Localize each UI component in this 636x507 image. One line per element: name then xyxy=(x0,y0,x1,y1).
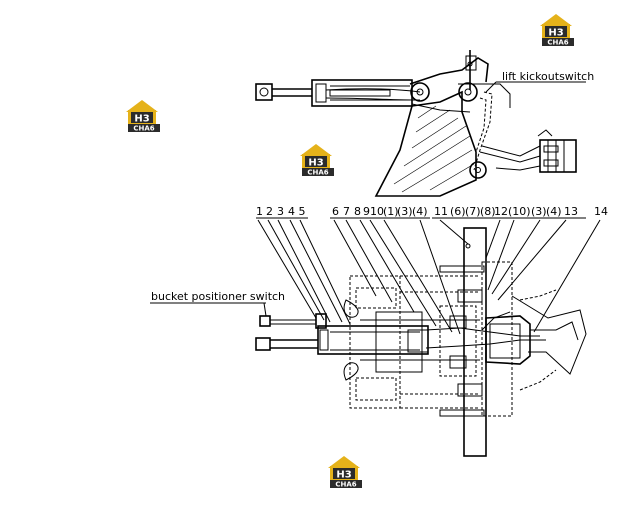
callout-3-paren: (3) xyxy=(397,205,413,218)
callout-3: 3 xyxy=(277,205,284,218)
bottom-assembly-drawing xyxy=(255,227,587,457)
callout-6-paren: (6) xyxy=(450,205,466,218)
watermark-logo: H3 CHA6 xyxy=(300,144,334,177)
callout-4-paren: (4) xyxy=(412,205,428,218)
top-assembly-drawing xyxy=(255,50,586,197)
callout-14: 14 xyxy=(594,205,608,218)
callout-9: 9 xyxy=(363,205,370,218)
bucket-positioner-switch-label: bucket positioner switch xyxy=(151,290,285,303)
logo-main-text: H3 xyxy=(336,470,351,481)
callout-1: 1 xyxy=(256,205,263,218)
callout-2: 2 xyxy=(266,205,273,218)
watermark-logo: H3 CHA6 xyxy=(540,14,574,47)
callout-leaders xyxy=(150,217,601,335)
callout-10-paren: (10) xyxy=(508,205,531,218)
callout-13: 13 xyxy=(564,205,578,218)
logo-sub-text: CHA6 xyxy=(307,169,328,177)
logo-sub-text: CHA6 xyxy=(335,481,356,489)
watermark-logos: H3 CHA6 H3 CHA6 H3 CHA6 H3 CHA6 xyxy=(126,14,574,489)
callout-10: 10 xyxy=(370,205,384,218)
callout-1-paren: (1) xyxy=(383,205,399,218)
callout-11: 11 xyxy=(434,205,448,218)
callout-4-paren-2: (4) xyxy=(546,205,562,218)
callout-8-paren: (8) xyxy=(480,205,496,218)
logo-main-text: H3 xyxy=(134,114,149,125)
watermark-logo: H3 CHA6 xyxy=(126,100,160,133)
callout-7: 7 xyxy=(343,205,350,218)
logo-main-text: H3 xyxy=(548,28,563,39)
logo-sub-text: CHA6 xyxy=(133,125,154,133)
callout-numbers: 1 2 3 4 5 6 7 8 9 10 (1) (3) (4) 11 (6) … xyxy=(256,205,608,218)
callout-8: 8 xyxy=(354,205,361,218)
lift-kickout-switch-label: lift kickoutswitch xyxy=(502,70,594,83)
callout-7-paren: (7) xyxy=(465,205,481,218)
callout-12: 12 xyxy=(494,205,508,218)
callout-4-5: 4 5 xyxy=(288,205,306,218)
logo-sub-text: CHA6 xyxy=(547,39,568,47)
watermark-logo: H3 CHA6 xyxy=(328,456,362,489)
logo-main-text: H3 xyxy=(308,158,323,169)
callout-3-paren-2: (3) xyxy=(531,205,547,218)
callout-6: 6 xyxy=(332,205,339,218)
